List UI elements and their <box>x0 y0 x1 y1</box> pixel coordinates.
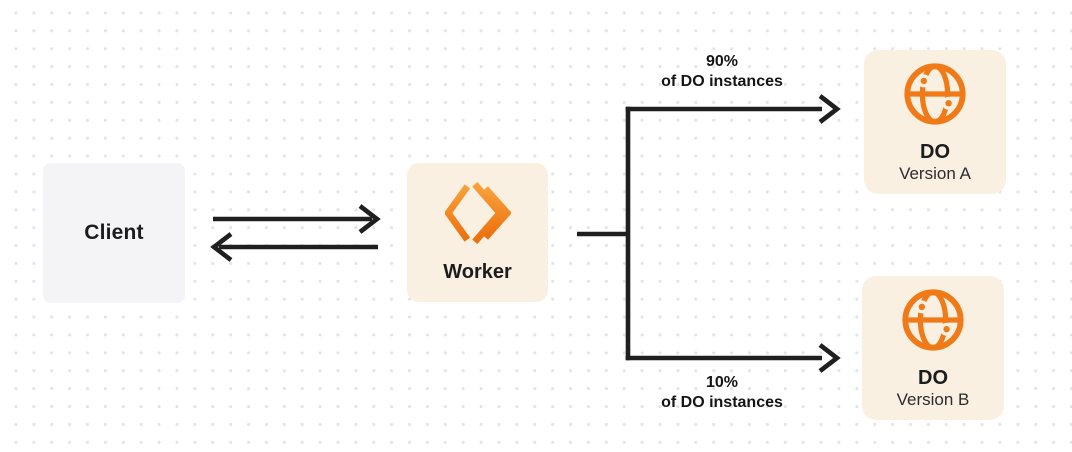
node-do-version-b: DO Version B <box>862 276 1004 420</box>
node-client: Client <box>43 163 185 303</box>
edge-label-10-line1: 10% <box>705 374 739 391</box>
do-a-subtitle: Version A <box>899 164 971 183</box>
worker-label: Worker <box>443 261 512 283</box>
edge-label-10-line2: of DO instances <box>661 394 783 411</box>
cloudflare-workers-icon <box>444 182 511 244</box>
edge-label-10-percent: 10% of DO instances <box>612 373 832 413</box>
node-worker: Worker <box>407 163 548 302</box>
arrow-worker-to-client-head <box>210 232 233 262</box>
do-b-title: DO <box>918 367 948 389</box>
node-do-version-a: DO Version A <box>864 50 1006 194</box>
edge-label-90-line2: of DO instances <box>661 73 783 90</box>
client-label: Client <box>84 221 144 244</box>
do-b-subtitle: Version B <box>896 390 970 409</box>
durable-object-globe-icon <box>900 287 966 353</box>
edge-label-90-line1: 90% <box>705 53 739 70</box>
arrow-to-do-b-head <box>818 343 841 373</box>
do-a-title: DO <box>920 141 950 163</box>
edge-label-90-percent: 90% of DO instances <box>612 52 832 92</box>
arrow-to-do-a-head <box>818 94 841 124</box>
arrow-client-to-worker-head <box>358 204 381 234</box>
durable-object-globe-icon <box>902 61 968 127</box>
